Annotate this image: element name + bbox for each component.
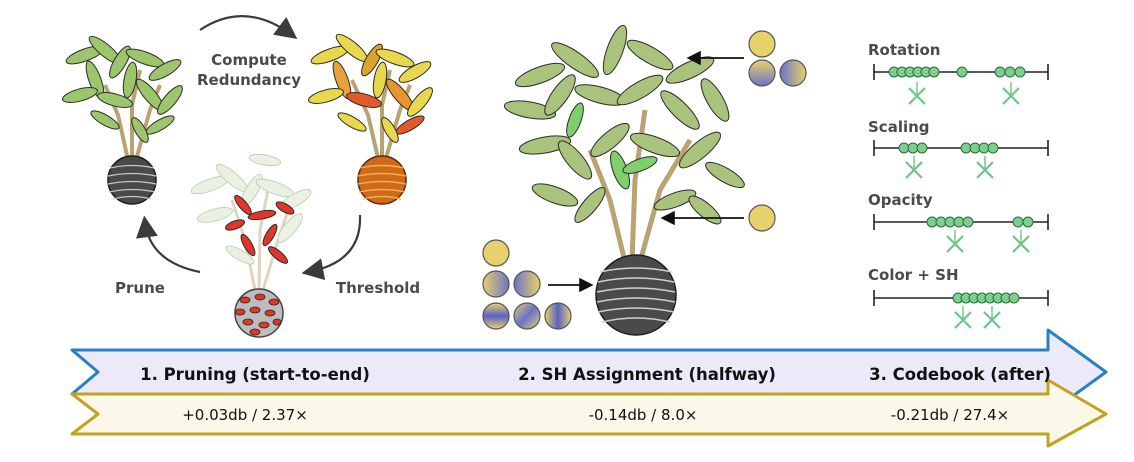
sh-sphere — [748, 30, 776, 58]
cycle-arrows — [136, 15, 362, 281]
compute-label-line2: Redundancy — [197, 71, 301, 89]
stage-arrow-gold — [70, 378, 1108, 448]
sh-sphere — [482, 302, 510, 330]
sh-sphere — [748, 59, 776, 87]
opacity-label: Opacity — [868, 191, 933, 209]
prune-label: Prune — [115, 279, 165, 297]
plant-pruned-icon — [190, 153, 312, 338]
sh-pointer-arrows — [548, 50, 744, 293]
pot-dark-icon — [107, 155, 157, 205]
plant-original-icon — [62, 35, 183, 205]
sh-sphere — [482, 239, 510, 267]
sh-sphere — [748, 204, 776, 232]
compute-label-line1: Compute — [211, 51, 287, 69]
stage-2-result: -0.14db / 8.0× — [589, 406, 698, 424]
sh-sphere — [482, 270, 510, 298]
sh-sphere — [513, 270, 541, 298]
threshold-label: Threshold — [336, 279, 420, 297]
pot-large-icon — [595, 254, 677, 336]
sh-sphere — [544, 302, 572, 330]
rotation-label: Rotation — [868, 41, 940, 59]
color-sh-label: Color + SH — [868, 266, 959, 284]
pot-orange-icon — [357, 155, 407, 205]
stage-1-label: 1. Pruning (start-to-end) — [140, 365, 370, 384]
scaling-label: Scaling — [868, 118, 930, 136]
pot-pruned-icon — [234, 288, 284, 338]
sh-sphere — [513, 302, 541, 330]
sh-spheres — [482, 30, 807, 330]
stage-1-result: +0.03db / 2.37× — [182, 406, 308, 424]
plant-sh-assignment-icon — [503, 24, 745, 336]
stage-3-result: -0.21db / 27.4× — [891, 406, 1009, 424]
codebook-panel: Rotation Scaling Opacity Color + SH — [868, 41, 1049, 329]
sh-sphere — [779, 59, 807, 87]
codebook-centroid-icons — [905, 82, 1030, 329]
stage-3-label: 3. Codebook (after) — [869, 365, 1051, 384]
stage-2-label: 2. SH Assignment (halfway) — [518, 365, 776, 384]
plant-redundancy-icon — [308, 33, 433, 205]
